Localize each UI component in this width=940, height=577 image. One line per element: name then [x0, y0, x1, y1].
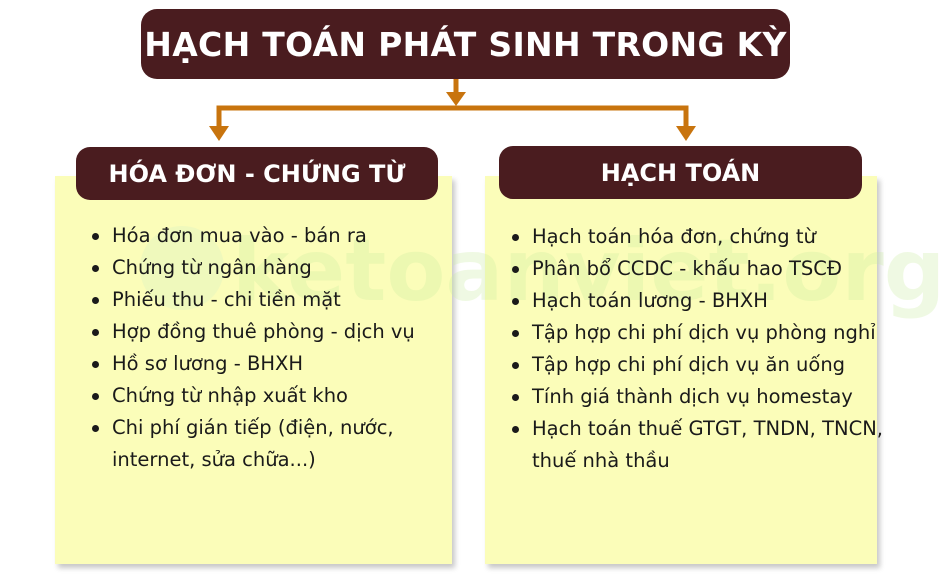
panel-accounting: [485, 176, 877, 564]
list-item: Phân bổ CCDC - khấu hao TSCĐ: [512, 253, 887, 285]
list-item: Chi phí gián tiếp (điện, nước, internet,…: [92, 412, 457, 476]
list-item: Hạch toán hóa đơn, chứng từ: [512, 221, 887, 253]
heading-invoices-documents-text: HÓA ĐƠN - CHỨNG TỪ: [108, 159, 406, 188]
list-invoices-documents: Hóa đơn mua vào - bán ra Chứng từ ngân h…: [90, 220, 457, 476]
list-item: Tính giá thành dịch vụ homestay: [512, 381, 887, 413]
arrow-down-icon: [446, 92, 466, 106]
list-item: Tập hợp chi phí dịch vụ ăn uống: [512, 349, 887, 381]
list-item: Chứng từ ngân hàng: [92, 252, 457, 284]
list-item: Chứng từ nhập xuất kho: [92, 380, 457, 412]
arrow-down-icon: [209, 126, 229, 141]
list-item: Hạch toán thuế GTGT, TNDN, TNCN, thuế nh…: [512, 413, 887, 477]
heading-accounting: HẠCH TOÁN: [499, 146, 862, 199]
diagram-title-text: HẠCH TOÁN PHÁT SINH TRONG KỲ: [144, 24, 787, 64]
list-accounting: Hạch toán hóa đơn, chứng từ Phân bổ CCDC…: [510, 221, 887, 477]
diagram-title: HẠCH TOÁN PHÁT SINH TRONG KỲ: [141, 9, 790, 79]
heading-invoices-documents: HÓA ĐƠN - CHỨNG TỪ: [76, 147, 438, 200]
list-item: Tập hợp chi phí dịch vụ phòng nghỉ: [512, 317, 887, 349]
list-item: Hợp đồng thuê phòng - dịch vụ: [92, 316, 457, 348]
list-item: Hóa đơn mua vào - bán ra: [92, 220, 457, 252]
list-item: Phiếu thu - chi tiền mặt: [92, 284, 457, 316]
heading-accounting-text: HẠCH TOÁN: [600, 158, 761, 187]
list-item: Hạch toán lương - BHXH: [512, 285, 887, 317]
list-item: Hồ sơ lương - BHXH: [92, 348, 457, 380]
panel-invoices-documents: [55, 176, 452, 564]
arrow-down-icon: [676, 126, 696, 141]
